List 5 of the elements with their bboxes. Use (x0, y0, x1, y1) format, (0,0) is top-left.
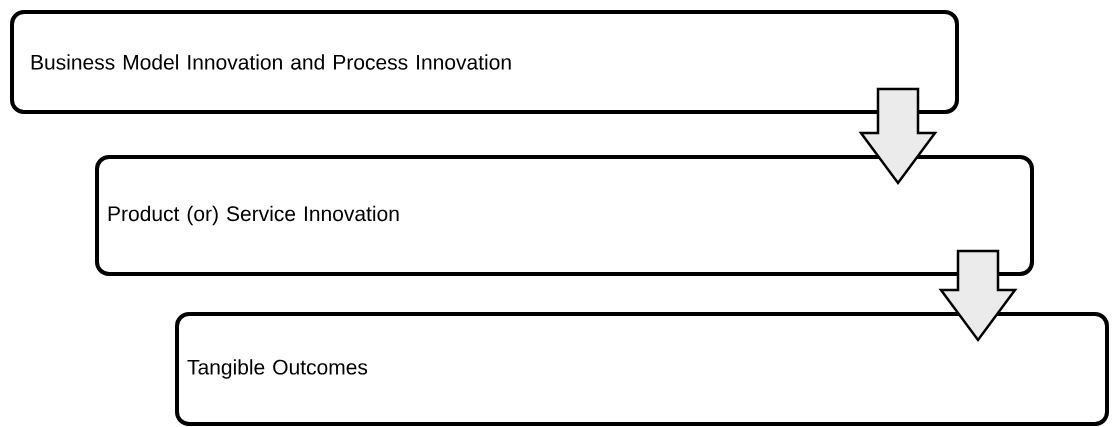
block-arrow (938, 249, 1018, 343)
process-box: Tangible Outcomes (175, 312, 1109, 426)
process-box: Product (or) Service Innovation (95, 155, 1034, 276)
block-arrow (858, 87, 938, 186)
process-box: Business Model Innovation and Process Innovation (10, 10, 959, 114)
